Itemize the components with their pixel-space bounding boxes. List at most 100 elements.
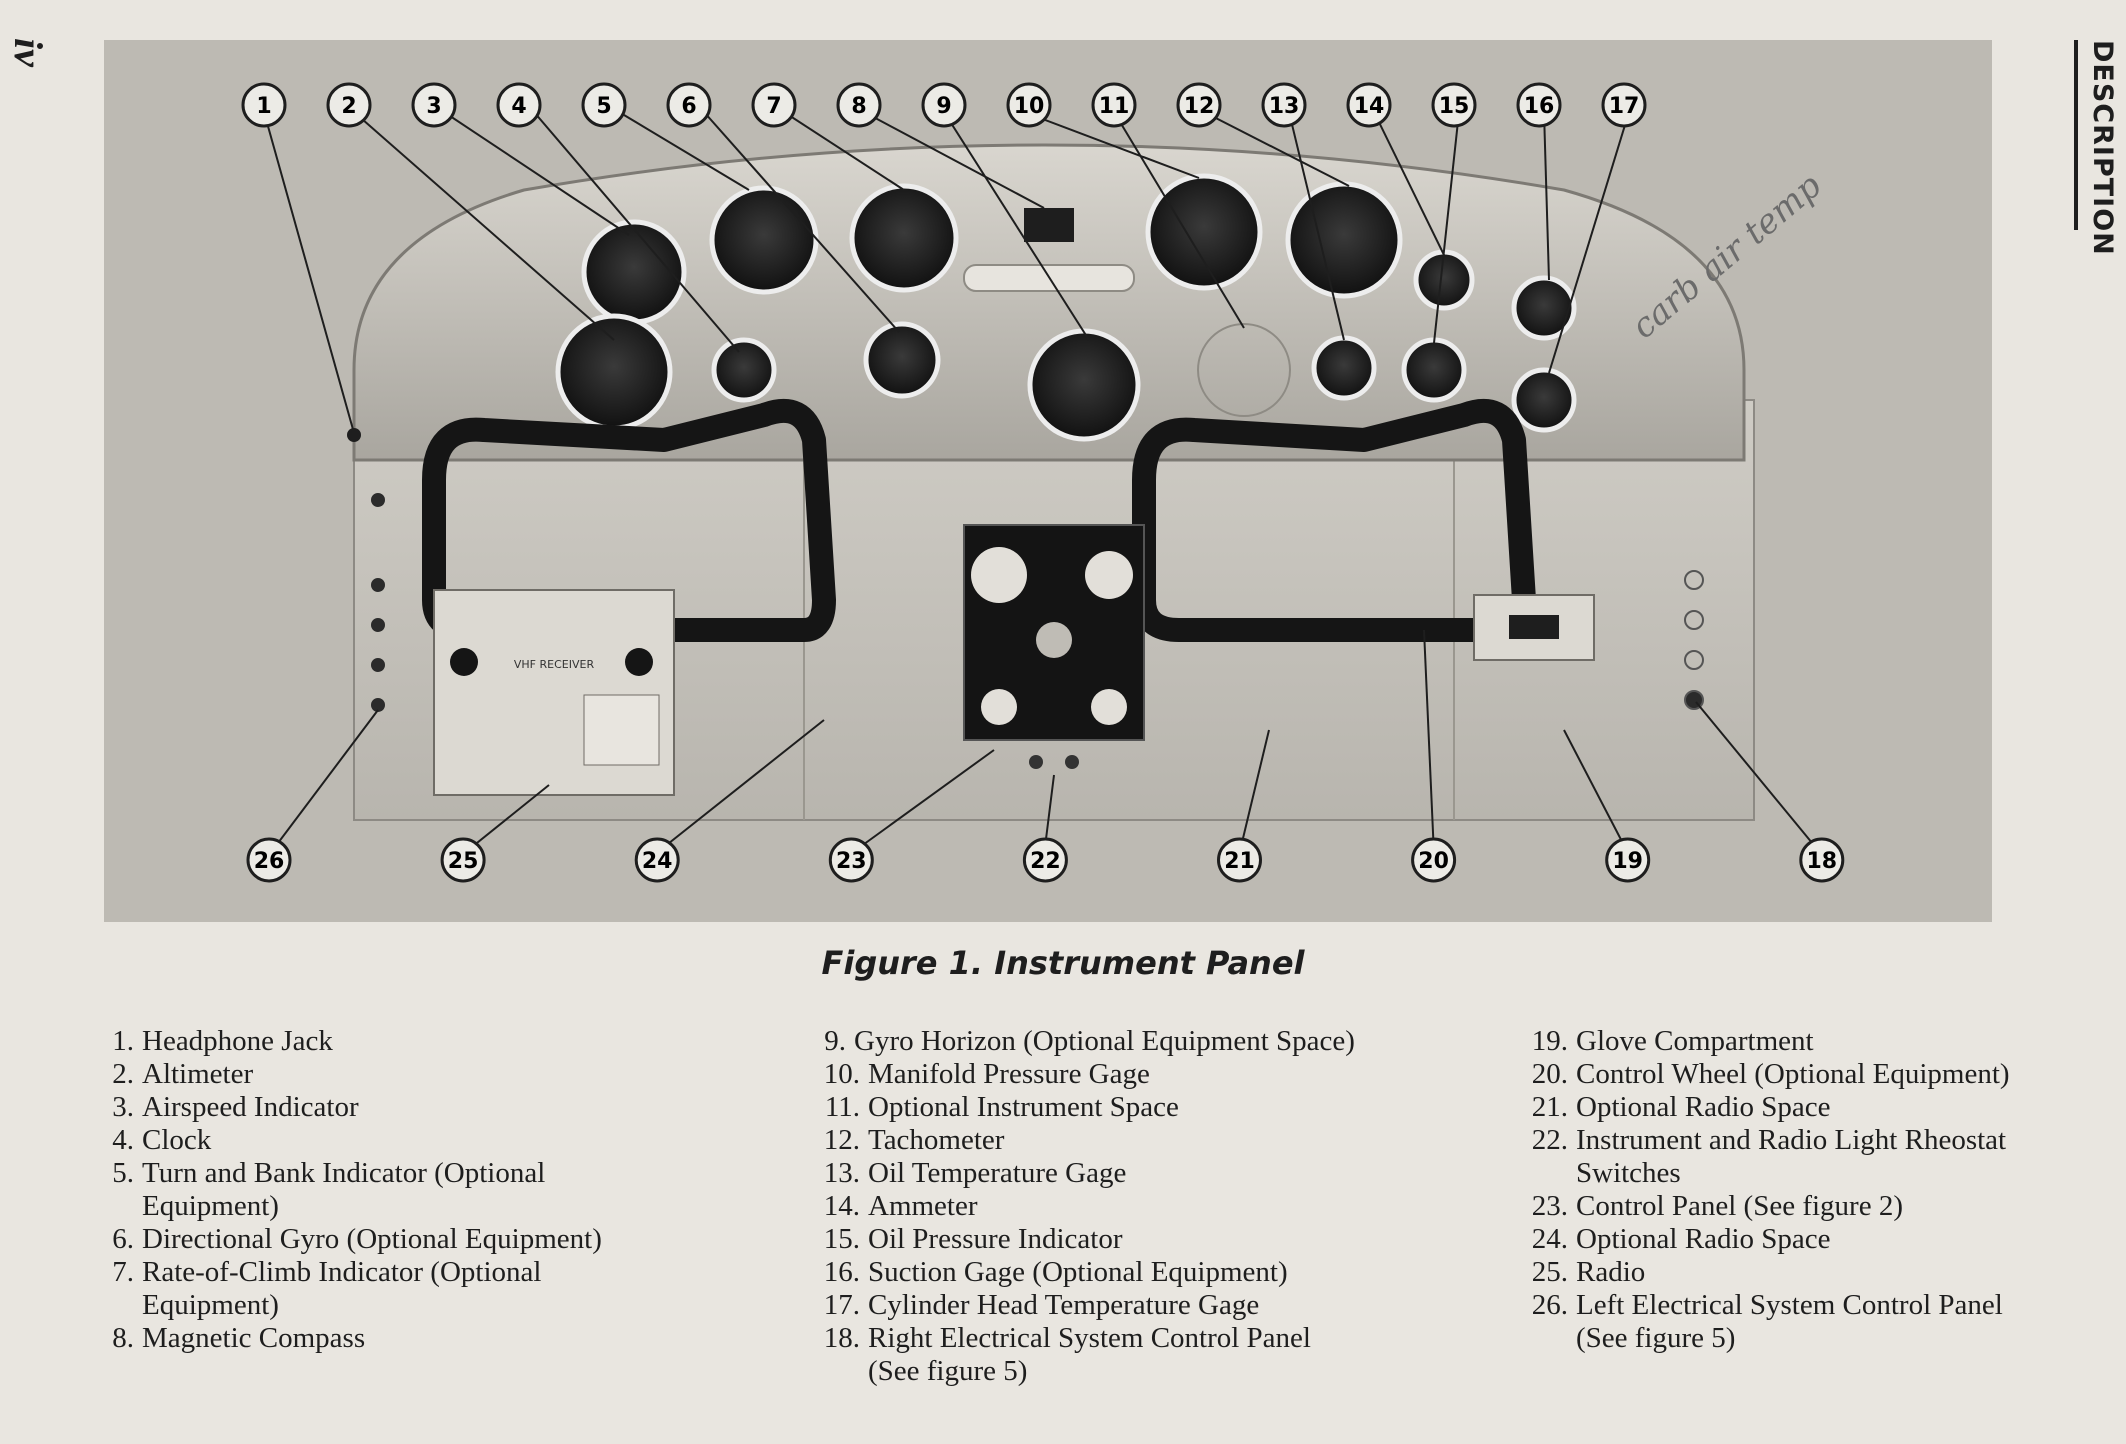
bottom-callout-circle-25	[440, 837, 486, 883]
top-callout-circle-4	[496, 82, 542, 128]
legend-number: 5.	[112, 1157, 134, 1189]
top-callout-circle-6	[666, 82, 712, 128]
legend-number: 22.	[1531, 1124, 1568, 1156]
bottom-callout-label-22: 22	[1030, 849, 1061, 874]
legend-text: Oil Pressure Indicator	[868, 1223, 1123, 1255]
gauge-cluster	[555, 173, 1577, 442]
legend-number: 7.	[112, 1256, 134, 1288]
legend-number: 8.	[112, 1322, 134, 1354]
legend-item: 1.Headphone Jack	[96, 1025, 656, 1058]
bottom-callout-circle-23	[828, 837, 874, 883]
legend-number: 15.	[823, 1223, 860, 1255]
legend-text: Rate-of-Climb Indicator (Optional Equipm…	[142, 1256, 542, 1321]
legend-number: 11.	[824, 1091, 860, 1123]
top-callout-label-14: 14	[1354, 94, 1385, 119]
top-callout-circle-15	[1431, 82, 1477, 128]
legend-item: 24.Optional Radio Space	[1516, 1223, 2016, 1256]
bottom-callout-label-26: 26	[254, 849, 285, 874]
optional-instrument-space	[1197, 323, 1291, 417]
legend-text: Gyro Horizon (Optional Equipment Space)	[854, 1025, 1355, 1057]
top-callout-label-16: 16	[1524, 94, 1555, 119]
page-folio: iv	[6, 38, 51, 67]
top-callout-circle-8	[836, 82, 882, 128]
legend-number: 13.	[823, 1157, 860, 1189]
legend-text: Ammeter	[868, 1190, 978, 1222]
bottom-callout-label-19: 19	[1612, 849, 1643, 874]
legend-item: 10.Manifold Pressure Gage	[808, 1058, 1368, 1091]
legend-item: 6.Directional Gyro (Optional Equipment)	[96, 1223, 656, 1256]
right-control-wheel	[1132, 399, 1536, 642]
top-callout-label-11: 11	[1099, 94, 1130, 119]
clock-dial	[711, 337, 777, 403]
rate-of-climb-dial	[849, 183, 959, 293]
manifold-pressure-dial	[1145, 173, 1263, 291]
top-callout-label-12: 12	[1184, 94, 1215, 119]
left-electrical-panel	[371, 493, 385, 712]
top-callout-circle-14	[1346, 82, 1392, 128]
top-callout-label-15: 15	[1439, 94, 1470, 119]
glove-compartment-latch	[1473, 594, 1595, 661]
legend-column-2: 9.Gyro Horizon (Optional Equipment Space…	[808, 1025, 1368, 1388]
bottom-callout-circle-21	[1217, 837, 1262, 883]
legend-number: 9.	[824, 1025, 846, 1057]
legend-item: 19.Glove Compartment	[1516, 1025, 2016, 1058]
bottom-callout-label-23: 23	[836, 849, 867, 874]
radio-label: VHF RECEIVER	[514, 658, 595, 671]
legend-text: Directional Gyro (Optional Equipment)	[142, 1223, 602, 1255]
legend-item: 12.Tachometer	[808, 1124, 1368, 1157]
top-callout-label-3: 3	[426, 94, 441, 119]
legend-item: 16.Suction Gage (Optional Equipment)	[808, 1256, 1368, 1289]
section-tab: DESCRIPTION	[2074, 40, 2118, 256]
legend-item: 11.Optional Instrument Space	[808, 1091, 1368, 1124]
legend-text: Altimeter	[142, 1058, 254, 1090]
section-label: DESCRIPTION	[2087, 40, 2118, 256]
directional-gyro-dial	[863, 321, 941, 399]
legend-number: 1.	[112, 1025, 134, 1057]
legend-item: 4.Clock	[96, 1124, 656, 1157]
top-callout-label-7: 7	[766, 94, 781, 119]
legend-number: 18.	[823, 1322, 860, 1354]
legend-number: 6.	[112, 1223, 134, 1255]
legend-text: Left Electrical System Control Panel (Se…	[1576, 1289, 2003, 1354]
legend-text: Magnetic Compass	[142, 1322, 366, 1354]
top-callout-label-8: 8	[851, 94, 866, 119]
legend-text: Optional Radio Space	[1576, 1223, 1831, 1255]
legend-item: 5.Turn and Bank Indicator (Optional Equi…	[96, 1157, 656, 1223]
legend-text: Optional Instrument Space	[868, 1091, 1179, 1123]
legend-item: 18.Right Electrical System Control Panel…	[808, 1322, 1368, 1388]
legend-text: Headphone Jack	[142, 1025, 333, 1057]
legend-item: 8.Magnetic Compass	[96, 1322, 656, 1355]
magnetic-compass	[1024, 208, 1074, 242]
legend-item: 15.Oil Pressure Indicator	[808, 1223, 1368, 1256]
legend-item: 14.Ammeter	[808, 1190, 1368, 1223]
legend-text: Tachometer	[868, 1124, 1005, 1156]
legend-text: Right Electrical System Control Panel (S…	[868, 1322, 1311, 1387]
legend-item: 13.Oil Temperature Gage	[808, 1157, 1368, 1190]
legend-text: Control Wheel (Optional Equipment)	[1576, 1058, 2010, 1090]
legend-item: 7.Rate-of-Climb Indicator (Optional Equi…	[96, 1256, 656, 1322]
legend-text: Suction Gage (Optional Equipment)	[868, 1256, 1288, 1288]
top-callout-label-6: 6	[681, 94, 696, 119]
bottom-callout-label-21: 21	[1224, 849, 1255, 874]
headphone-jack	[347, 428, 361, 442]
legend-number: 14.	[823, 1190, 860, 1222]
top-callout-circle-1	[241, 82, 287, 128]
bottom-callout-circle-19	[1605, 837, 1651, 883]
legend-number: 21.	[1531, 1091, 1568, 1123]
top-callout-circle-9	[921, 82, 967, 128]
legend-text: Airspeed Indicator	[142, 1091, 359, 1123]
instrument-panel-illustration: VHF RECEIVER carb air temp	[104, 40, 1992, 922]
top-callout-circle-2	[326, 82, 372, 128]
bottom-callout-label-25: 25	[448, 849, 479, 874]
legend-text: Clock	[142, 1124, 212, 1156]
top-callout-circle-13	[1261, 82, 1307, 128]
legend-number: 25.	[1531, 1256, 1568, 1288]
top-callout-label-9: 9	[936, 94, 951, 119]
airspeed-dial	[581, 219, 687, 325]
top-callout-circle-10	[1006, 82, 1052, 128]
legend-number: 17.	[823, 1289, 860, 1321]
center-control-panel	[963, 524, 1145, 769]
